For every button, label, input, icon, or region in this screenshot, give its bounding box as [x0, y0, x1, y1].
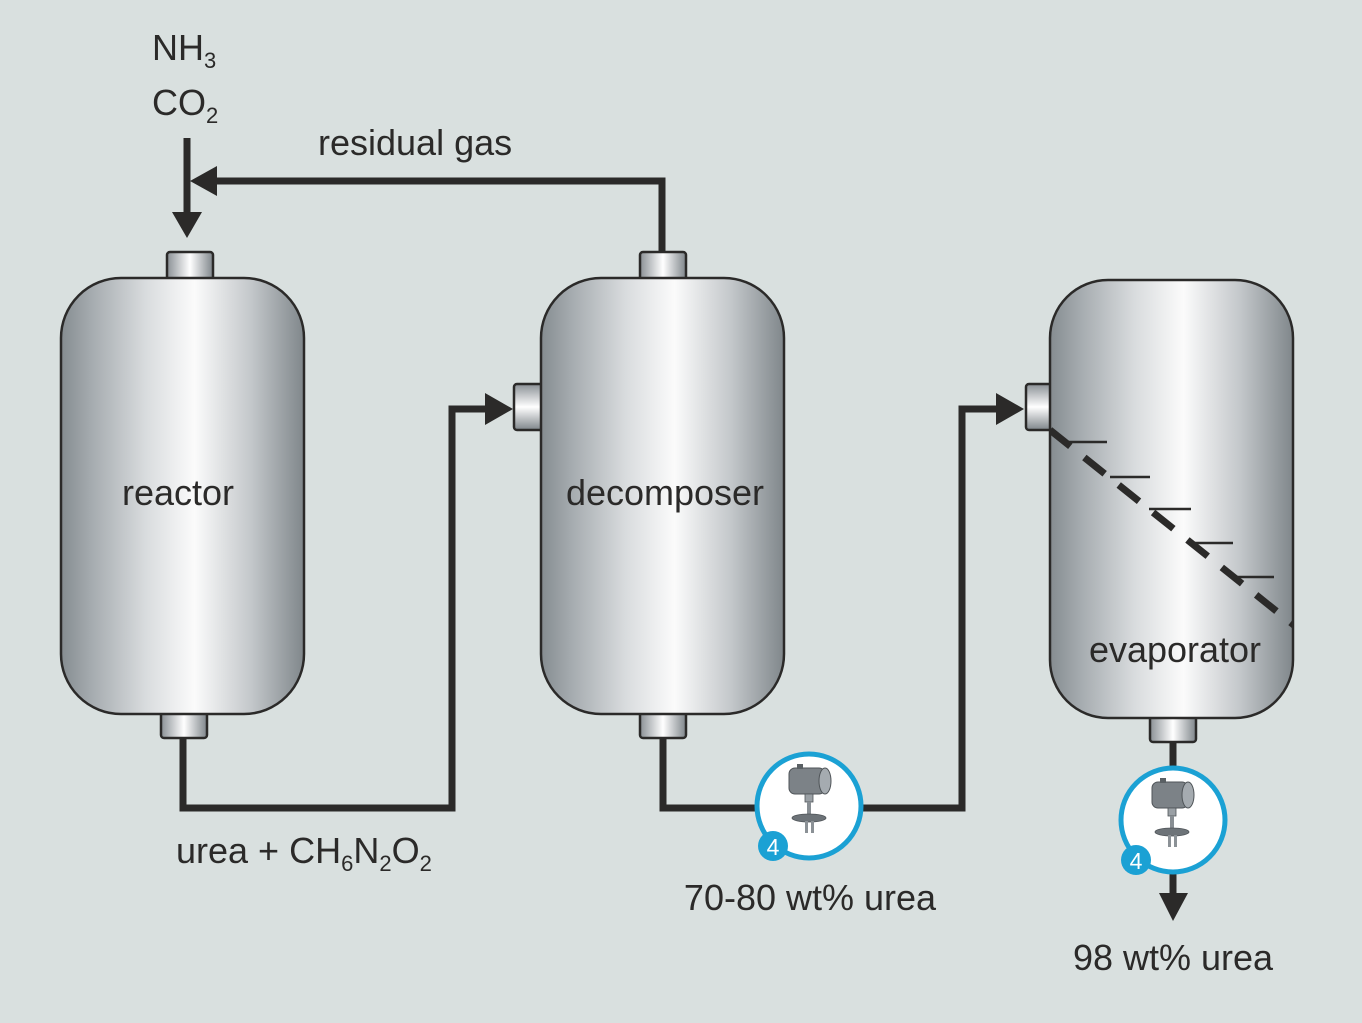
evaporator-label: evaporator [1089, 629, 1261, 670]
residual-gas-line [212, 177, 666, 252]
instrument-badge [758, 831, 788, 861]
reactor-top-nozzle [165, 250, 215, 282]
instrument-badge-number: 4 [1130, 848, 1143, 874]
reactor-bottom-nozzle [159, 710, 209, 740]
feed-arrow-icon [172, 212, 202, 238]
evaporator-inlet-arrow-icon [996, 393, 1024, 425]
decomposer-outlet-label: 70-80 wt% urea [684, 877, 937, 918]
decomposer-label: decomposer [566, 472, 764, 513]
residual-gas-arrow-icon [190, 166, 217, 196]
evaporator-trays [1050, 427, 1293, 629]
reactor-vessel [59, 276, 306, 716]
decomposer-side-nozzle [512, 382, 546, 432]
residual-gas-label: residual gas [318, 122, 512, 163]
level-switch-instrument-2[interactable]: 4 [1118, 765, 1228, 875]
reactor-outlet-label: urea + CH6N2O2 [176, 830, 432, 876]
level-switch-instrument-1[interactable]: 4 [754, 751, 864, 861]
decomposer-to-evaporator-line [659, 405, 1000, 812]
reactor-label: reactor [122, 472, 234, 513]
input-nh3-label: NH3 [152, 27, 216, 73]
product-label: 98 wt% urea [1073, 937, 1274, 978]
input-co2-label: CO2 [152, 82, 218, 128]
reactor-to-decomposer-line [179, 405, 490, 812]
product-arrow-icon [1159, 893, 1188, 921]
decomposer-vessel [539, 276, 786, 716]
decomposer-top-nozzle [638, 250, 688, 282]
decomposer-bottom-nozzle [638, 710, 688, 740]
falling-film-line [1050, 427, 1293, 629]
evaporator-vessel [1048, 278, 1295, 720]
instrument-badge-number: 4 [767, 834, 780, 860]
decomposer-inlet-arrow-icon [485, 393, 513, 425]
instrument-badge [1121, 845, 1151, 875]
